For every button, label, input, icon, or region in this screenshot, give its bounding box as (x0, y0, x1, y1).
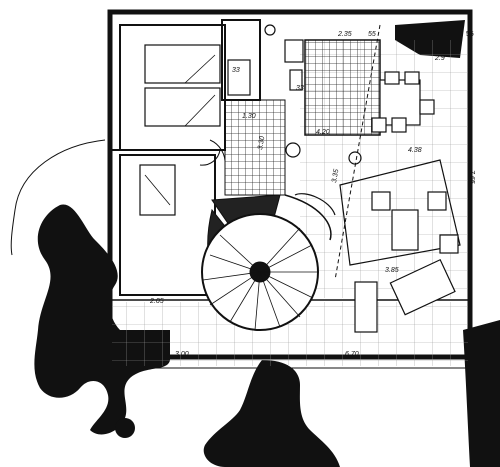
dim-10: 3.85 (385, 267, 399, 274)
bed-3 (139, 164, 176, 216)
kitchen-grid (304, 39, 381, 136)
dim-6: 1.30 (242, 113, 256, 120)
dim-15: 33 (296, 85, 304, 92)
dim-14: 33 (232, 67, 240, 74)
bedroom-2-wall (119, 154, 216, 296)
bed-1 (144, 44, 221, 84)
spiral-staircase (201, 194, 332, 331)
bottom-blob (203, 360, 340, 467)
sink (284, 39, 304, 63)
bathtub (227, 59, 251, 96)
dim-9: 7.65 (468, 170, 475, 184)
dim-3: 2.9 (434, 55, 445, 62)
small-round (115, 418, 135, 438)
coffee-table (391, 209, 419, 251)
dim-4: 55 (466, 31, 474, 38)
dim-12: 3.00 (175, 351, 189, 358)
dim-7: 4.20 (316, 129, 330, 136)
bench (354, 281, 378, 333)
chaise (389, 258, 456, 316)
dim-13: 6.70 (345, 351, 359, 358)
bed-2 (144, 87, 221, 127)
left-contour (10, 139, 106, 256)
dim-16: 3.30 (257, 136, 266, 151)
dim-1: 2.35 (337, 31, 352, 38)
dim-8: 3.35 (331, 169, 340, 184)
corridor-grid (224, 99, 286, 196)
rug (339, 159, 461, 266)
door-swing-2 (199, 149, 221, 166)
stair-top-curve (284, 194, 332, 241)
door-swing-1 (209, 139, 226, 166)
dim-11: 2.05 (149, 298, 164, 305)
living-furniture (285, 71, 461, 333)
left-blob (34, 204, 170, 435)
bathroom (221, 19, 304, 101)
dim-5: 4.38 (408, 147, 422, 154)
plant (285, 142, 301, 158)
toilet (264, 24, 276, 36)
dim-2: 55 (368, 31, 376, 38)
dimension-labels: 2.35 55 2.9 55 4.38 1.30 4.20 3.35 7.65 … (149, 31, 475, 358)
